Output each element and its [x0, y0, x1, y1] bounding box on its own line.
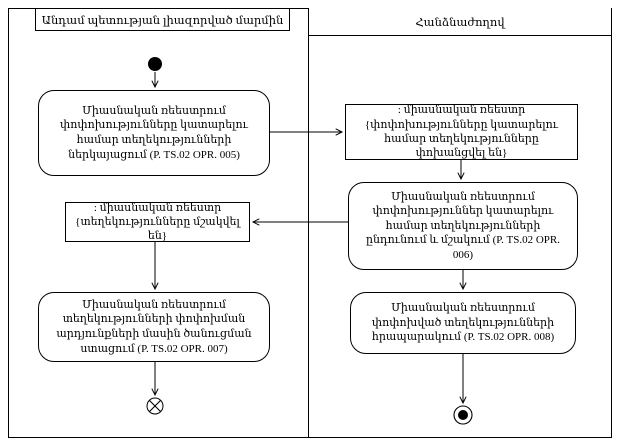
object-processed-state: {տեղեկությունները մշակվել են}	[75, 215, 240, 243]
object-transferred-name: : միասնական ռեեստր	[397, 104, 526, 117]
activity-005-node: Միասնական ռեեստրում փոփոխությունները կատ…	[38, 90, 270, 176]
lane-header-member-state: Անդամ պետության լիազորված մարմին	[35, 8, 290, 31]
object-transferred-state: {փոփոխությունները կատարելու համար տեղեկո…	[364, 118, 559, 160]
activity-007-label: Միասնական ռեեստրում տեղեկությունների փոփ…	[56, 298, 252, 355]
swimlane-divider	[308, 8, 309, 438]
activity-006-node: Միասնական ռեեստրում փոփոխություններ կատա…	[348, 182, 578, 270]
activity-007-node: Միասնական ռեեստրում տեղեկությունների փոփ…	[38, 292, 270, 362]
activity-006-label: Միասնական ռեեստրում փոփոխություններ կատա…	[366, 190, 560, 261]
activity-008-node: Միասնական ռեեստրում փոփոխված տեղեկությու…	[350, 292, 576, 354]
object-node-transferred: : միասնական ռեեստր {փոփոխությունները կատ…	[345, 104, 578, 160]
lane-title-left: Անդամ պետության լիազորված մարմին	[41, 14, 284, 27]
activity-008-label: Միասնական ռեեստրում փոփոխված տեղեկությու…	[371, 302, 555, 344]
object-node-processed: : միասնական ռեեստր {տեղեկությունները մշա…	[65, 202, 250, 242]
activity-005-label: Միասնական ռեեստրում փոփոխությունները կատ…	[60, 104, 248, 161]
object-processed-name: : միասնական ռեեստր	[93, 201, 222, 214]
lane-header-commission: Հանձնաժողով	[309, 8, 611, 36]
lane-title-right: Հանձնաժողով	[415, 16, 505, 29]
